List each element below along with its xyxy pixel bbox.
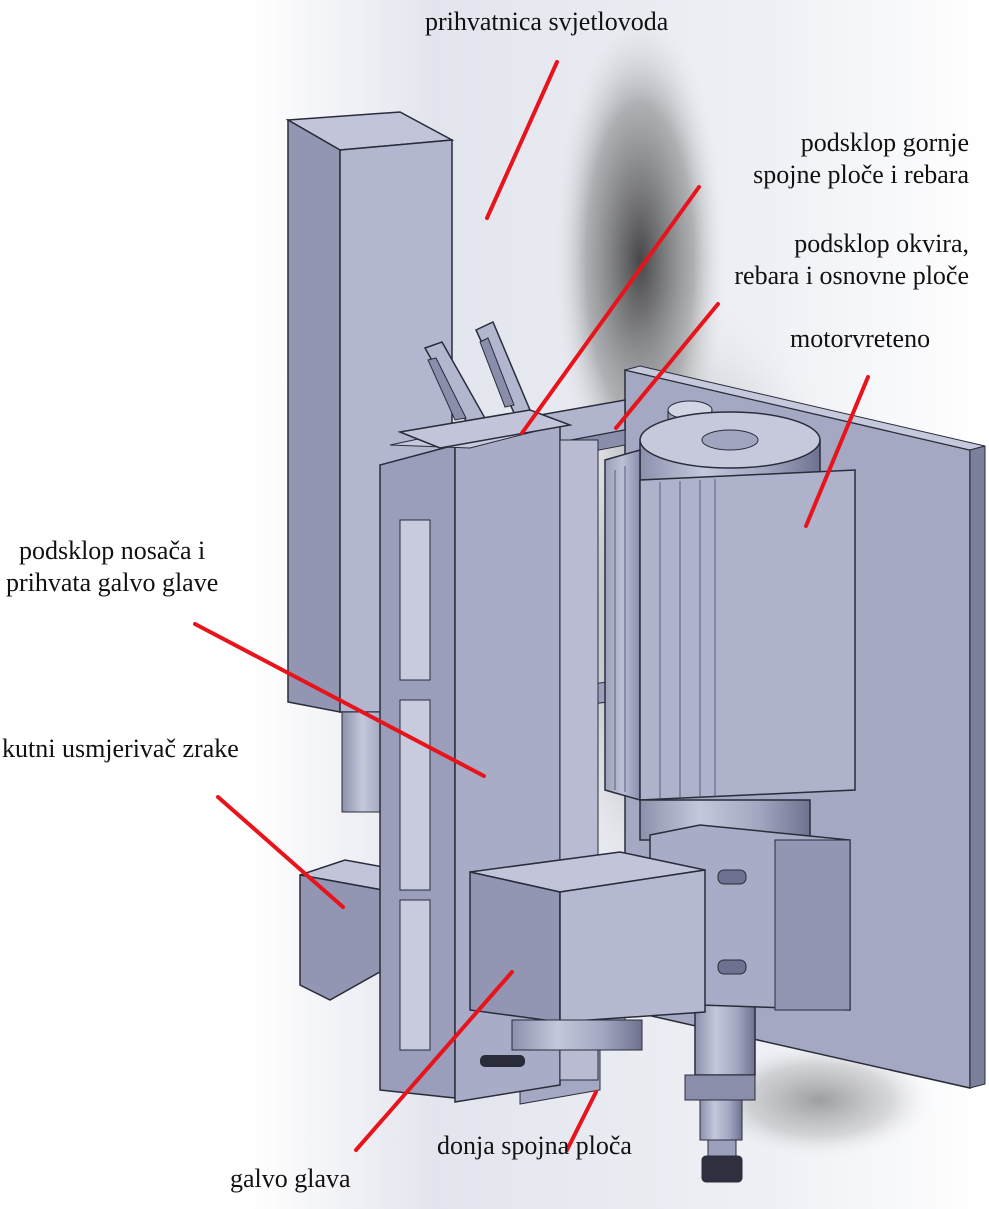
label-upper-plate-ribs: podsklop gornje spojne ploče i rebara [753, 128, 969, 189]
label-galvo-carrier: podsklop nosača i prihvata galvo glave [6, 536, 219, 597]
galvo-head [469, 851, 706, 1051]
leader-line-okvir [614, 302, 720, 430]
label-galvo-head: galvo glava [230, 1164, 351, 1193]
leader-line-kutni [216, 795, 345, 909]
upper-plate-ribs [397, 320, 573, 449]
leader-line-donja-ploca [565, 1090, 598, 1152]
leader-line-nosac [193, 622, 486, 778]
cast-shadow [700, 1040, 940, 1160]
leader-lines [193, 60, 870, 1152]
leader-line-galvo [354, 970, 514, 1152]
label-lower-connecting-plate: donja spojna ploča [437, 1131, 632, 1160]
leader-line-gornja-ploca [520, 185, 701, 435]
label-angular-beam-director: kutni usmjerivač zrake [2, 734, 239, 763]
label-motor-spindle: motorvreteno [790, 324, 931, 353]
leader-line-prihvatnica [485, 60, 559, 220]
label-light-guide-holder: prihvatnica svjetlovoda [425, 7, 669, 36]
label-frame-assembly: podsklop okvira, rebara i osnovne ploče [734, 229, 969, 290]
leader-line-motorvreteno [804, 375, 870, 528]
